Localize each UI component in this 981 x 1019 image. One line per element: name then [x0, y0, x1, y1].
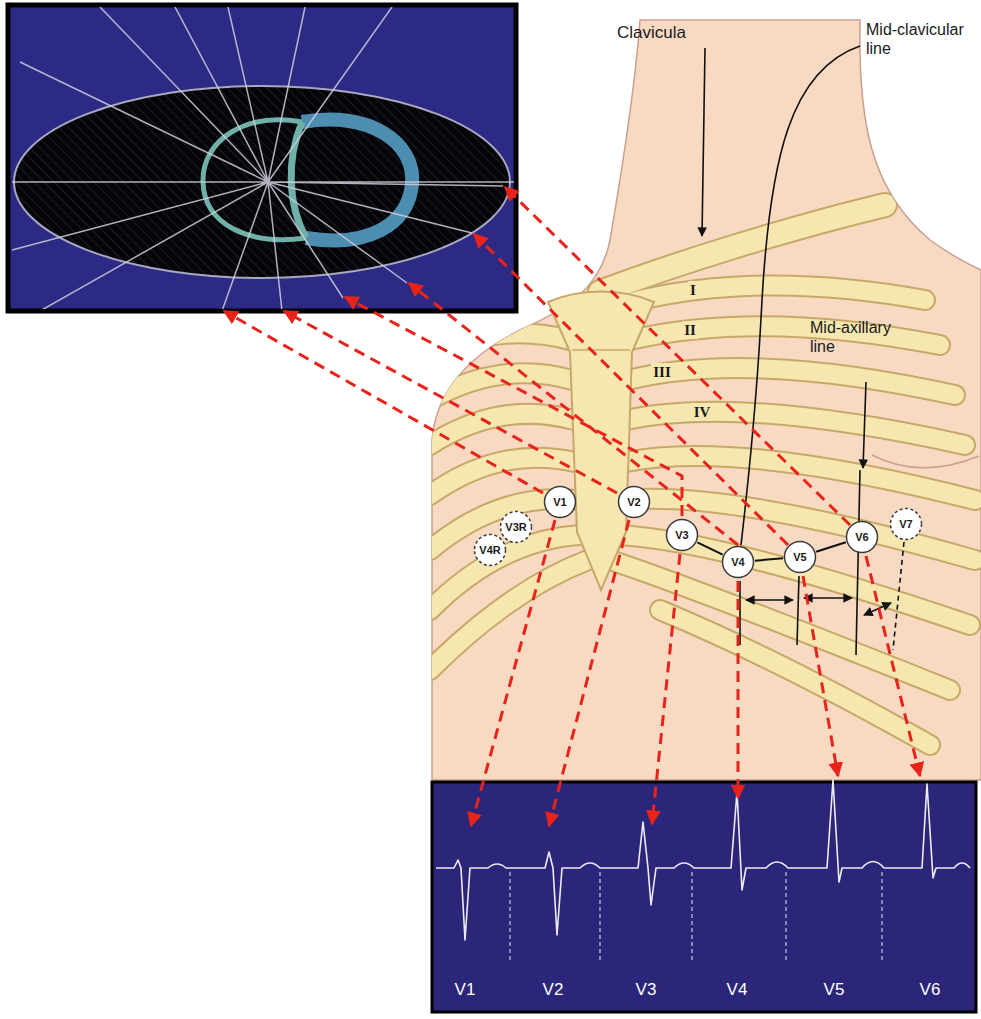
electrode-label: V1 [553, 496, 566, 508]
electrode-circle: V6 [845, 520, 879, 554]
electrode-link [755, 558, 783, 560]
mid-axillary-line [856, 470, 860, 655]
electrode-label: V4 [731, 556, 744, 568]
lead-arrow [866, 556, 920, 776]
electrode-ring [723, 547, 754, 578]
electrode-link [816, 542, 846, 552]
electrode-link [697, 542, 722, 554]
lead-name: V6 [920, 980, 941, 1000]
electrode-label: V3 [675, 529, 688, 541]
ecg-panel [432, 782, 976, 1012]
heart-section [203, 119, 412, 240]
electrode-ring [847, 522, 878, 553]
electrode-ring [667, 520, 698, 551]
lead-arrow [803, 576, 838, 776]
electrode-circle: V2 [617, 485, 651, 519]
sternal-angle [572, 349, 630, 351]
posterior-axillary-line [893, 542, 904, 650]
spacing-arrow [746, 599, 793, 601]
rib-number: II [682, 321, 698, 339]
electrode-ring [475, 535, 506, 566]
electrode-circle: V4R [473, 533, 507, 567]
lead-name: V4 [727, 980, 748, 1000]
rib-number: IV [692, 403, 713, 421]
lead-arrow [549, 520, 629, 826]
sternum [548, 292, 654, 591]
electrode-ring [545, 487, 576, 518]
lead-name: V5 [824, 980, 845, 1000]
lead-arrow [474, 234, 788, 545]
anterior-axillary-line [797, 576, 799, 645]
lead-arrow [505, 187, 850, 525]
lead-arrow [224, 311, 543, 493]
lead-arrow [737, 581, 740, 798]
anatomy-label: Mid-clavicular line [866, 20, 974, 58]
clavicula-pointer [702, 48, 705, 236]
lead-arrow [471, 520, 555, 826]
lead-arrow [345, 297, 682, 516]
lead-name: V2 [543, 980, 564, 1000]
electrode-ring [785, 542, 816, 573]
axis-panel [8, 5, 516, 311]
electrode-label: V3R [505, 521, 526, 533]
electrode-ring [619, 487, 650, 518]
anatomy-label: Mid-axillary line [810, 318, 910, 356]
spacing-arrow [804, 597, 852, 599]
left-ventricle-wall [302, 119, 412, 240]
electrode-label: V6 [855, 531, 868, 543]
rib-number: III [651, 363, 673, 381]
lead-arrow [652, 554, 680, 824]
electrode-label: V4R [479, 544, 500, 556]
electrode-circle: V1 [543, 485, 577, 519]
lead-arrow [409, 283, 738, 545]
lead-arrows [224, 187, 920, 826]
electrode-ring [501, 512, 532, 543]
mid-clavicular-line [741, 46, 860, 545]
lead-separators [510, 872, 882, 962]
electrode-circle: V7 [889, 507, 923, 541]
breast-contour [872, 455, 979, 468]
axis-lines [12, 7, 514, 309]
rib-number: I [688, 281, 698, 299]
electrode-label: V7 [899, 518, 912, 530]
ecg-tracing [436, 780, 970, 940]
lead-axes [12, 7, 514, 309]
electrode-circle: V3 [665, 518, 699, 552]
reference-lines [702, 46, 904, 655]
lead-name: V1 [455, 980, 476, 1000]
electrode-circle: V4 [721, 545, 755, 579]
lead-name: V3 [636, 980, 657, 1000]
electrode-label: V5 [793, 551, 806, 563]
anatomy-label: Clavicula [617, 23, 686, 43]
electrode-label: V2 [627, 496, 640, 508]
mid-axillary-pointer [863, 382, 866, 468]
electrode-circle: V5 [783, 540, 817, 574]
electrode-ring [891, 509, 922, 540]
electrode-circle: V3R [499, 510, 533, 544]
lead-arrow [284, 311, 617, 493]
